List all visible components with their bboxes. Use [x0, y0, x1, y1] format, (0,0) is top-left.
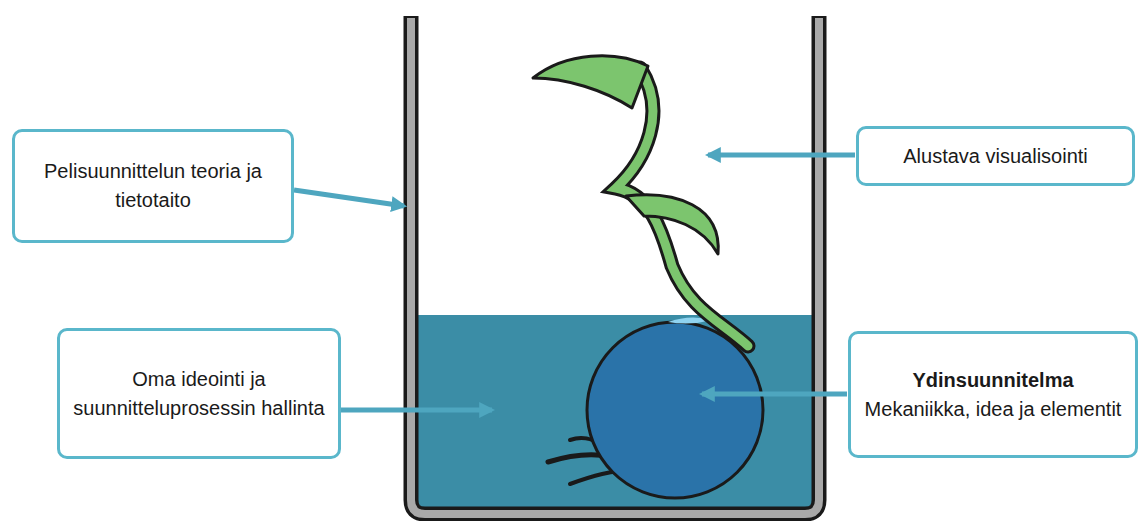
callout-box: Pelisuunnittelun teoria ja tietotaito: [12, 129, 294, 243]
box-text: Alustava visualisointi: [903, 142, 1088, 171]
box-text: Pelisuunnittelun teoria ja tietotaito: [25, 157, 281, 215]
stem-outline: [616, 68, 748, 346]
side-leaf: [626, 195, 718, 254]
leader-arrow: [708, 153, 855, 158]
box-text: Oma ideointi ja suunnitteluprosessin hal…: [70, 365, 328, 423]
top-leaf: [533, 56, 648, 108]
stem: [616, 68, 748, 346]
box-text: Mekaniikka, idea ja elementit: [865, 395, 1122, 424]
glass-wall: [411, 18, 819, 514]
callout-box: Alustava visualisointi: [856, 126, 1135, 186]
callout-box: Oma ideointi ja suunnitteluprosessin hal…: [57, 328, 341, 459]
leader-arrow: [341, 408, 492, 413]
leader-arrow: [702, 392, 847, 397]
leader-arrow: [294, 190, 404, 206]
box-heading: Ydinsuunnitelma: [912, 366, 1073, 395]
glass-outline: [411, 16, 819, 514]
seed-circle: [587, 322, 763, 498]
callout-box: YdinsuunnitelmaMekaniikka, idea ja eleme…: [848, 331, 1138, 458]
